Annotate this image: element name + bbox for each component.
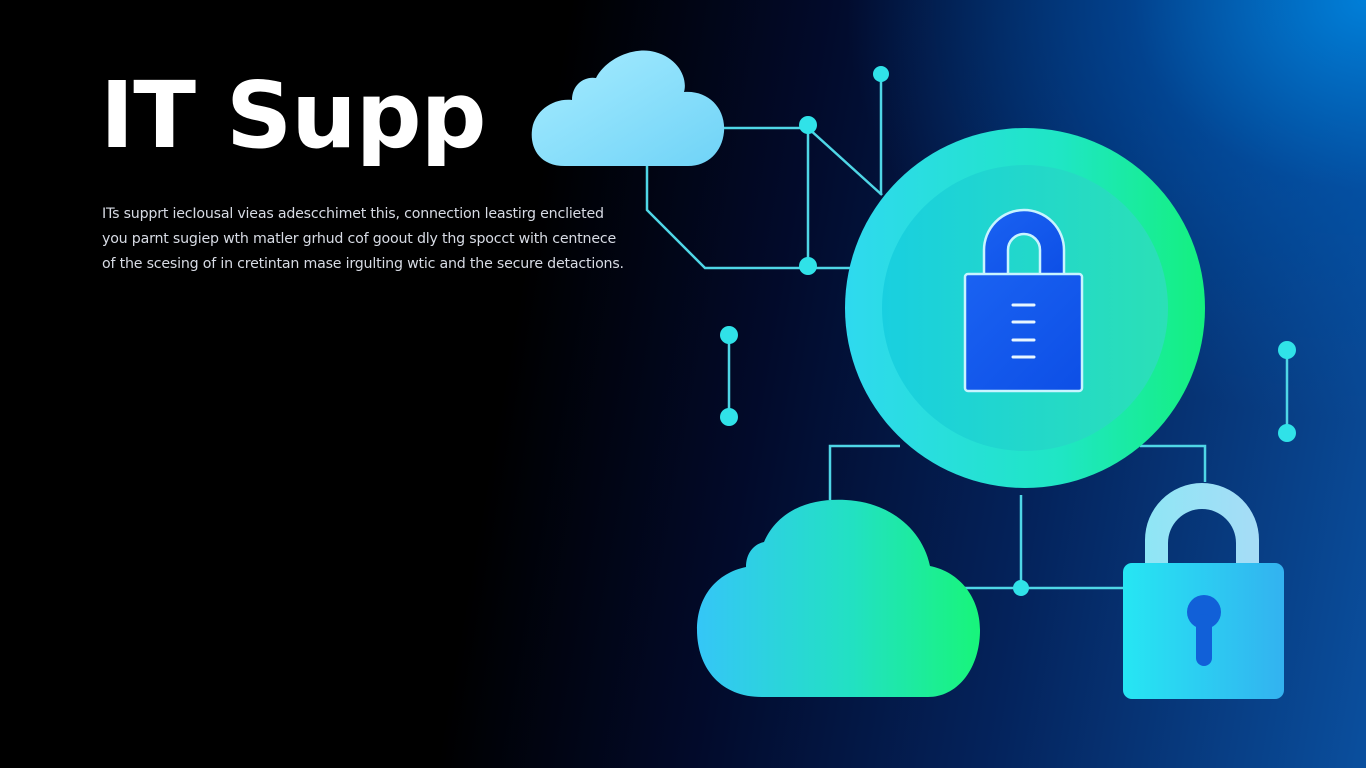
cloud-icon-top (531, 50, 725, 166)
node-dot (799, 257, 817, 275)
node-dot (1278, 341, 1296, 359)
hero-description: ITs supprt iecIousal vieas adescchimet t… (102, 206, 624, 272)
node-dot (720, 326, 738, 344)
node-dot (1013, 580, 1029, 596)
padlock-icon-bottom-right (1123, 483, 1284, 699)
cloud-icon-bottom (697, 499, 980, 697)
node-dot (799, 116, 817, 134)
padlock-icon-center (845, 128, 1205, 488)
node-dot (873, 66, 889, 82)
node-dot (720, 408, 738, 426)
network-nodes (720, 66, 1296, 596)
node-dot (1278, 424, 1296, 442)
hero-title: IT Supp (100, 62, 486, 169)
